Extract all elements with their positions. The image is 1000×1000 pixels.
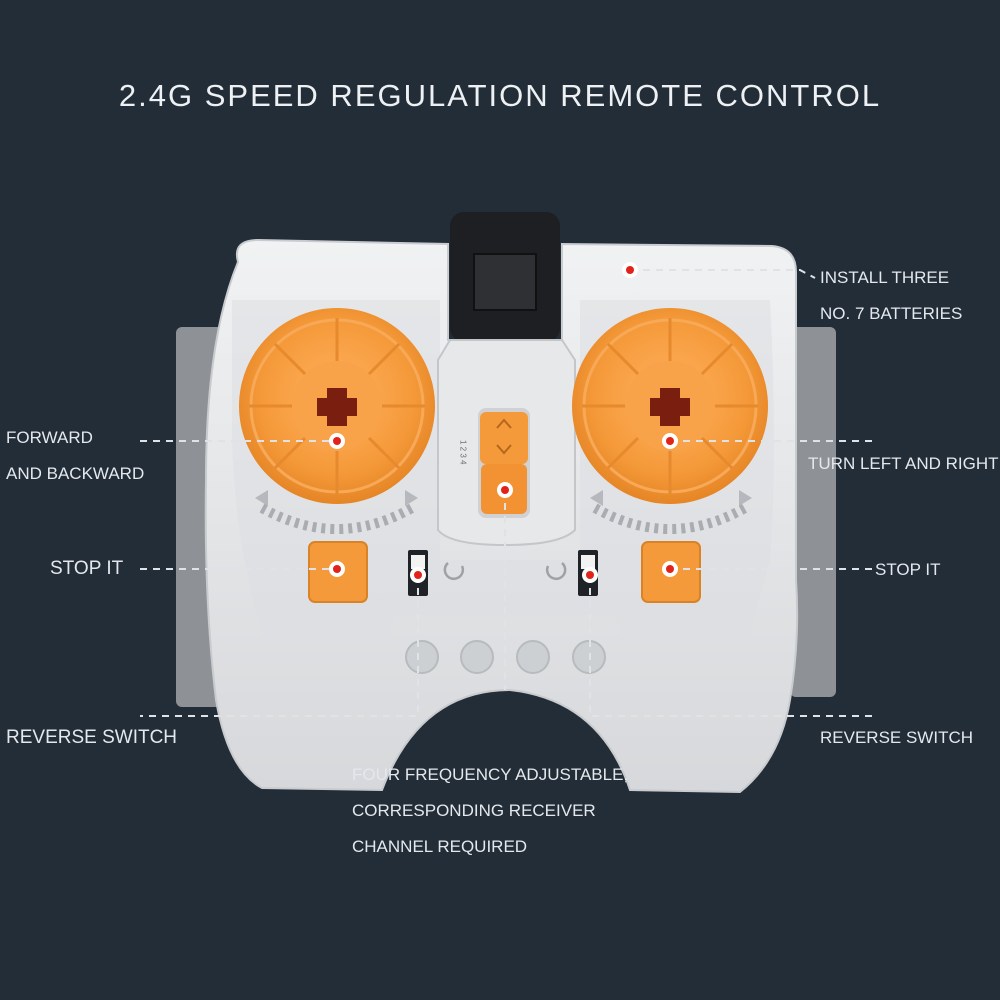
- label-forward-line2: AND BACKWARD: [6, 464, 145, 483]
- stud-2: [460, 640, 494, 674]
- channel-selector-slider: [480, 412, 528, 464]
- marker-dots: [329, 262, 678, 583]
- label-stop-right: STOP IT: [875, 560, 941, 579]
- right-side-grip: [790, 327, 836, 697]
- label-batteries-line1: INSTALL THREE: [820, 268, 950, 287]
- page-title: 2.4G SPEED REGULATION REMOTE CONTROL: [118, 78, 882, 113]
- right-dial: [572, 308, 768, 504]
- stud-1: [405, 640, 439, 674]
- channel-marks: 1 2 3 4: [459, 440, 468, 465]
- label-stop-left: STOP IT: [50, 558, 124, 579]
- left-axle-hole: [317, 388, 357, 426]
- label-forward-line1: FORWARD: [6, 428, 93, 447]
- label-reverse-left: REVERSE SWITCH: [6, 727, 178, 748]
- label-frequency-line3: CHANNEL REQUIRED: [352, 837, 528, 856]
- left-rotate-icon: [443, 562, 465, 581]
- label-frequency-line2: CORRESPONDING RECEIVER: [352, 801, 596, 820]
- leader-reverse-left: [140, 575, 419, 717]
- power-switch-button: [473, 253, 537, 311]
- label-reverse-right: REVERSE SWITCH: [820, 728, 974, 747]
- leader-reverse-right: [589, 575, 875, 717]
- stud-3: [516, 640, 550, 674]
- left-dial: [239, 308, 435, 504]
- label-batteries-line2: NO. 7 BATTERIES: [820, 304, 963, 323]
- right-rotate-icon: [545, 562, 567, 581]
- leader-batteries: [630, 269, 816, 279]
- right-grip-arc: [592, 503, 748, 534]
- label-turn: TURN LEFT AND RIGHT: [808, 454, 999, 473]
- label-frequency-line1: FOUR FREQUENCY ADJUSTABLE,: [352, 765, 629, 784]
- right-axle-hole: [650, 388, 690, 426]
- left-grip-arc: [259, 503, 415, 534]
